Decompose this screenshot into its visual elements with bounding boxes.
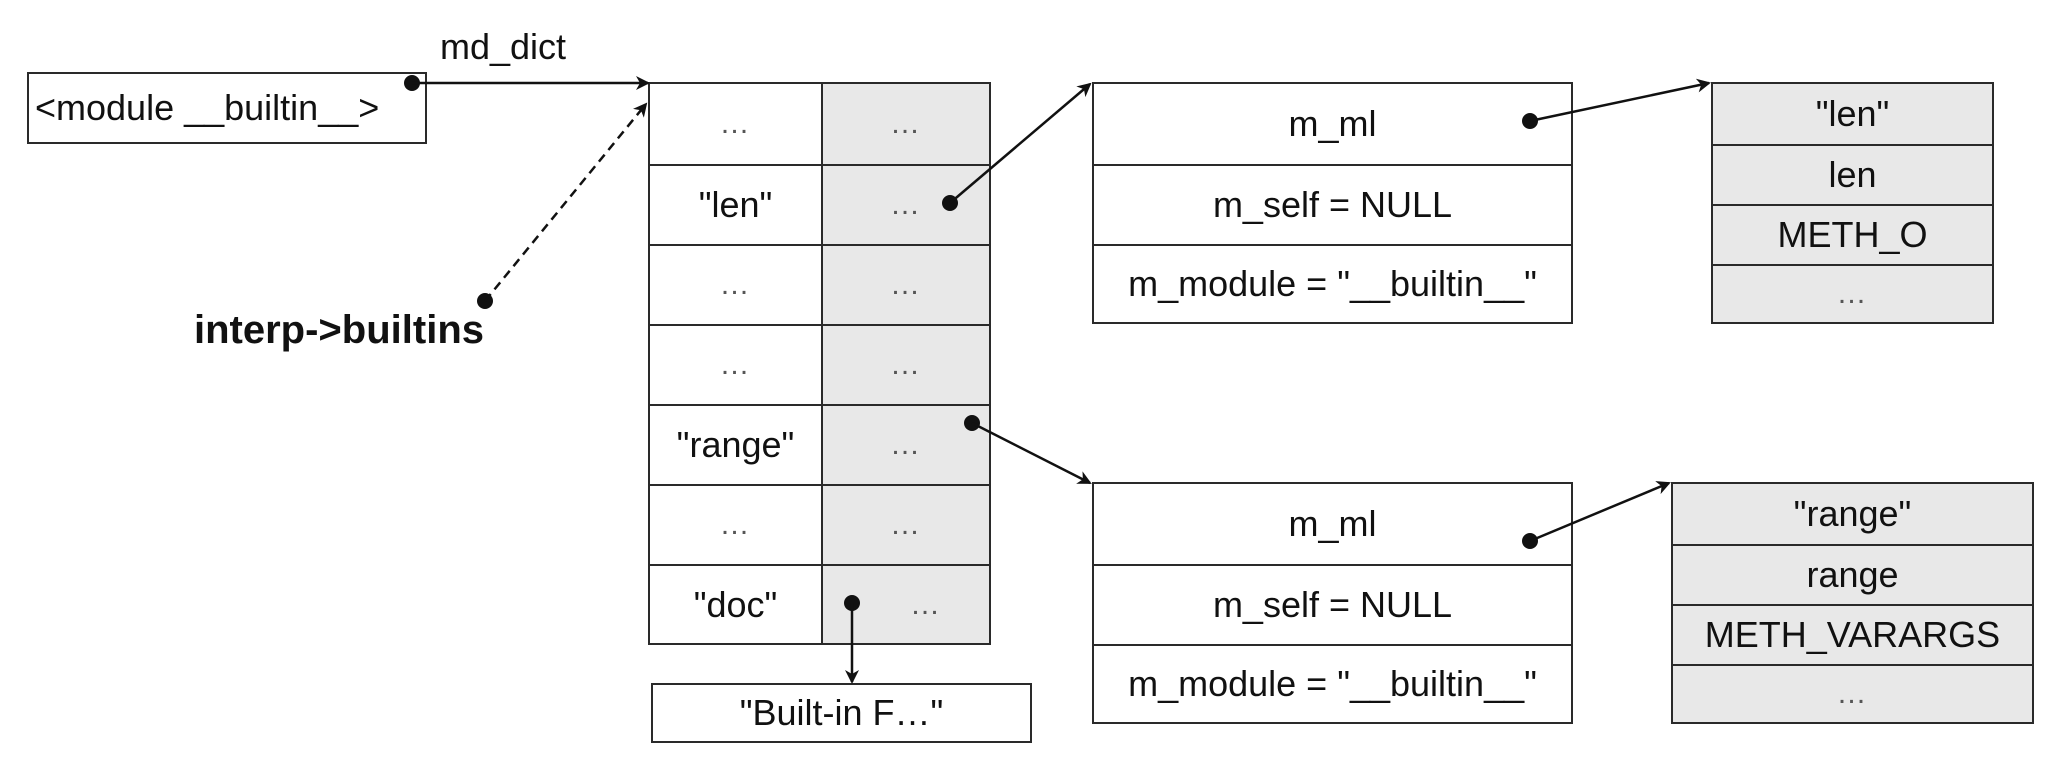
dict-value-cell-range: …: [821, 404, 989, 484]
range-def-name: "range": [1793, 493, 1912, 534]
dict-value-cell: …: [821, 244, 989, 324]
len-m-self: m_self = NULL: [1094, 164, 1571, 244]
dict-value-cell: …: [821, 484, 989, 564]
len-m-module: m_module = "__builtin__": [1094, 244, 1571, 322]
range-m-self: m_self = NULL: [1094, 564, 1571, 644]
dict-key-cell: …: [650, 244, 821, 324]
dict-key-cell-range: "range": [650, 404, 821, 484]
dict-key-cell-len: "len": [650, 164, 821, 244]
dict-value-cell-len: …: [821, 164, 989, 244]
range-function-object: m_ml m_self = NULL m_module = "__builtin…: [1092, 482, 1573, 724]
dict-key-cell: …: [650, 484, 821, 564]
len-def-more: …: [1713, 264, 1992, 322]
range-m-module: m_module = "__builtin__": [1094, 644, 1571, 722]
len-m-ml: m_ml: [1288, 103, 1377, 144]
len-method-def: "len" len METH_O …: [1711, 82, 1994, 324]
doc-string-box: "Built-in F…": [651, 683, 1032, 743]
dict-key-cell: …: [650, 324, 821, 404]
module-box: <module __builtin__>: [27, 72, 427, 144]
interp-builtins-arrow: [477, 102, 648, 309]
len-def-func: len: [1713, 144, 1992, 204]
md-dict-label: md_dict: [440, 26, 567, 67]
interp-builtins-label: interp->builtins: [194, 308, 484, 352]
dict-value-cell-doc: …: [821, 564, 989, 643]
dict-key-cell: …: [719, 107, 752, 140]
range-method-def: "range" range METH_VARARGS …: [1671, 482, 2034, 724]
range-def-more: …: [1673, 664, 2032, 722]
builtins-dict-table: … … "len" … … … … … "range" … … … "doc" …: [648, 82, 991, 645]
dict-key-cell-doc: "doc": [650, 564, 821, 643]
range-m-ml: m_ml: [1288, 503, 1377, 544]
len-function-object: m_ml m_self = NULL m_module = "__builtin…: [1092, 82, 1573, 324]
range-def-func: range: [1673, 544, 2032, 604]
module-box-label: <module __builtin__>: [35, 87, 380, 128]
range-def-flags: METH_VARARGS: [1673, 604, 2032, 664]
doc-string-text: "Built-in F…": [739, 692, 944, 733]
md-dict-arrow: [404, 75, 650, 91]
dict-value-cell: …: [821, 324, 989, 404]
dict-value-cell: …: [821, 84, 989, 164]
len-def-flags: METH_O: [1713, 204, 1992, 264]
len-def-name: "len": [1815, 93, 1890, 134]
